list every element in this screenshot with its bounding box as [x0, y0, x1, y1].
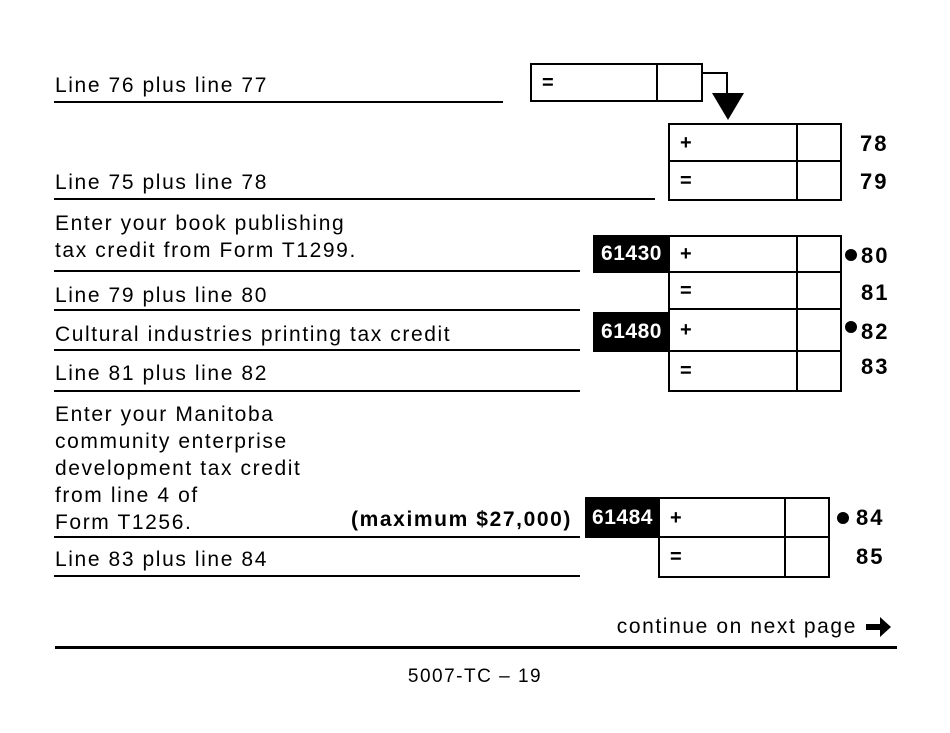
cents-field-81[interactable]	[796, 273, 840, 308]
label-line81-plus-82: Line 81 plus line 82	[55, 362, 268, 385]
line-number-85: 85	[856, 544, 885, 569]
label-underline	[54, 270, 580, 272]
amount-row-79: =	[668, 160, 842, 201]
label-underline	[54, 101, 503, 103]
line-number-78: 78	[860, 131, 889, 156]
amount-row-85: =	[658, 536, 830, 578]
label-underline	[54, 536, 580, 538]
continue-label: continue on next page	[616, 615, 857, 638]
label-line76-plus-77: Line 76 plus line 77	[55, 74, 268, 97]
line-number-79: 79	[860, 169, 889, 194]
label-cultural-industries-credit: Cultural industries printing tax credit	[55, 323, 452, 346]
carry-connector-horizontal	[701, 72, 728, 74]
cents-field-79[interactable]	[796, 162, 840, 199]
operator-symbol: =	[680, 279, 692, 302]
cents-field-85[interactable]	[784, 538, 828, 576]
arrow-down-icon	[712, 93, 744, 120]
cents-field-83[interactable]	[796, 352, 840, 390]
cents-field-84[interactable]	[784, 499, 828, 536]
amount-row-84: +	[658, 497, 830, 538]
label-community-enterprise-credit: Enter your Manitoba community enterprise…	[55, 403, 302, 534]
label-underline	[54, 390, 580, 392]
amount-row-83: =	[668, 350, 842, 392]
label-line75-plus-78: Line 75 plus line 78	[55, 171, 268, 194]
cents-field-78[interactable]	[796, 125, 840, 160]
carry-connector-vertical	[726, 72, 728, 95]
label-underline	[54, 575, 580, 577]
cents-field-76-77[interactable]	[656, 65, 701, 100]
label-line79-plus-80: Line 79 plus line 80	[55, 284, 268, 307]
amount-row-80: +	[668, 235, 842, 273]
cents-field-82[interactable]	[796, 310, 840, 350]
operator-symbol: =	[680, 360, 692, 382]
amount-row-82: +	[668, 308, 842, 352]
line-number-81: 81	[861, 280, 890, 305]
maximum-amount-note: (maximum $27,000)	[351, 508, 572, 531]
operator-symbol: +	[670, 506, 682, 529]
label-underline	[54, 349, 580, 351]
bullet-dot-icon	[837, 512, 849, 524]
operator-symbol: +	[680, 319, 692, 341]
line-number-83: 83	[861, 354, 890, 379]
label-line83-plus-84: Line 83 plus line 84	[55, 548, 268, 571]
operator-symbol: +	[680, 131, 692, 154]
bullet-dot-icon	[845, 249, 857, 261]
arrow-right-icon	[866, 617, 891, 637]
line-number-84: 84	[856, 505, 885, 530]
footer-divider	[55, 646, 897, 649]
field-code-box-61430: 61430	[593, 235, 670, 273]
amount-row-81: =	[668, 271, 842, 310]
label-underline	[54, 198, 655, 200]
line-number-82: 82	[861, 319, 890, 344]
field-code-box-61480: 61480	[593, 312, 670, 352]
form-code: 5007-TC – 19	[407, 666, 543, 687]
operator-symbol: =	[680, 169, 692, 192]
amount-row-78: +	[668, 123, 842, 162]
field-code-box-61484: 61484	[585, 497, 660, 538]
cents-field-80[interactable]	[796, 237, 840, 271]
operator-symbol: =	[670, 546, 682, 568]
amount-row-76-77: =	[530, 63, 703, 102]
operator-symbol: =	[542, 71, 554, 94]
continue-on-next-page: continue on next page	[560, 615, 892, 639]
label-underline	[54, 309, 580, 311]
line-number-80: 80	[861, 243, 890, 268]
bullet-dot-icon	[845, 321, 857, 333]
label-book-publishing-credit: Enter your book publishing tax credit fr…	[55, 212, 357, 262]
operator-symbol: +	[680, 243, 692, 265]
